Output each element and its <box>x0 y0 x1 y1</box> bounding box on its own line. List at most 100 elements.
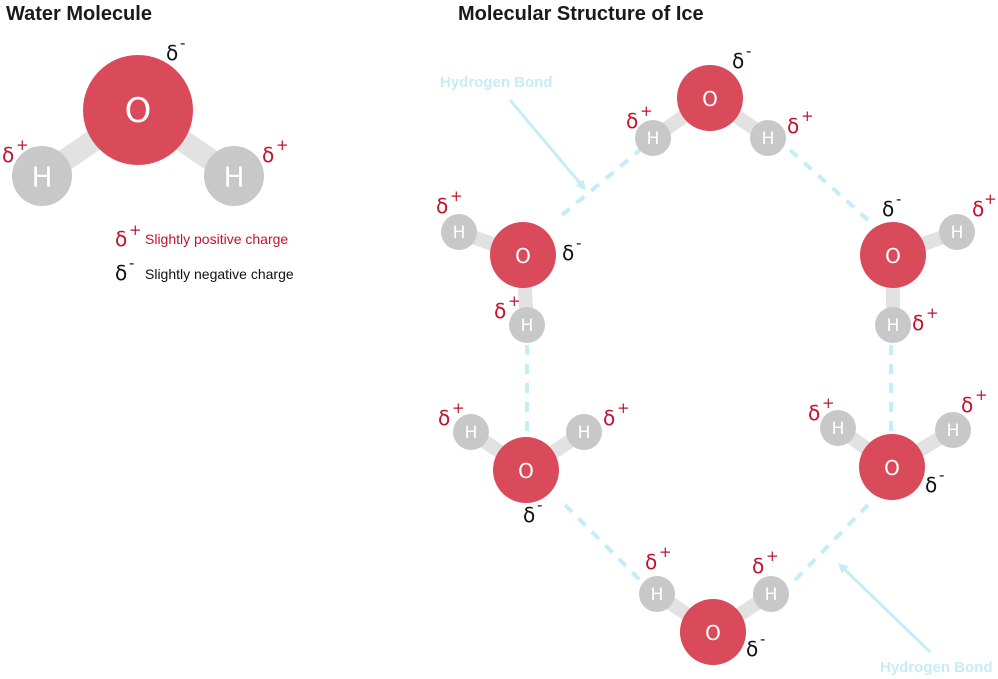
hydrogen-atom <box>935 412 971 448</box>
svg-text:-: - <box>939 466 944 484</box>
positive-charge-label: δ+ <box>912 304 939 335</box>
svg-text:δ: δ <box>603 406 615 430</box>
hydrogen-label: H <box>762 129 775 149</box>
hydrogen-label: H <box>578 423 591 443</box>
ice-water-molecule-top: O H H δ- δ+ δ+ <box>626 42 814 156</box>
svg-text:+: + <box>766 547 779 565</box>
svg-text:δ: δ <box>262 143 274 167</box>
positive-charge-label: δ+ <box>436 187 463 218</box>
positive-charge-label: δ+ <box>438 399 465 430</box>
svg-text:δ: δ <box>787 114 799 138</box>
svg-text:δ: δ <box>961 393 973 417</box>
svg-text:+: + <box>16 136 29 154</box>
oxygen-label: O <box>125 91 152 131</box>
legend-positive-text: Slightly positive charge <box>145 231 288 247</box>
svg-text:δ: δ <box>2 143 14 167</box>
svg-text:+: + <box>450 187 463 205</box>
hydrogen-label: H <box>465 423 478 443</box>
hydrogen-atom <box>453 414 489 450</box>
hydrogen-atom <box>750 120 786 156</box>
svg-text:+: + <box>801 107 814 125</box>
hydrogen-atom <box>875 307 911 343</box>
oxygen-label: O <box>702 87 718 111</box>
positive-charge-label: δ+ <box>961 386 988 417</box>
oxygen-atom <box>860 222 926 288</box>
svg-text:+: + <box>508 292 521 310</box>
svg-text:δ: δ <box>115 261 127 285</box>
negative-charge-label: δ- <box>925 466 944 497</box>
hydrogen-atom <box>566 414 602 450</box>
oxygen-atom <box>677 65 743 131</box>
negative-charge-label: δ- <box>882 190 901 221</box>
legend: δ + Slightly positive charge δ - Slightl… <box>115 221 294 285</box>
positive-charge-label: δ + <box>2 136 29 167</box>
positive-charge-label: δ+ <box>626 102 653 133</box>
svg-text:δ: δ <box>752 554 764 578</box>
svg-text:+: + <box>452 399 465 417</box>
legend-negative-text: Slightly negative charge <box>145 266 294 282</box>
hydrogen-atom <box>939 214 975 250</box>
negative-charge-label: δ- <box>746 630 765 661</box>
hydrogen-atom <box>204 146 264 206</box>
oxygen-atom <box>490 222 556 288</box>
positive-charge-label: δ + <box>262 136 289 167</box>
svg-text:δ: δ <box>746 637 758 661</box>
hydrogen-atom <box>635 120 671 156</box>
hydrogen-bond-arrow-bottom <box>837 562 932 654</box>
svg-text:δ: δ <box>732 49 744 73</box>
ice-water-molecule-bottom: O H H δ- δ+ δ+ <box>639 543 789 665</box>
oxygen-label: O <box>885 244 901 268</box>
positive-charge-label: δ+ <box>972 190 997 221</box>
svg-text:-: - <box>180 34 185 52</box>
positive-charge-label: δ+ <box>752 547 779 578</box>
hydrogen-label: H <box>887 316 900 336</box>
hydrogen-label: H <box>947 421 960 441</box>
hydrogen-atom <box>820 410 856 446</box>
hydrogen-label: H <box>832 419 845 439</box>
ice-water-molecule-lower-left: O H H δ- δ+ δ+ <box>438 399 630 527</box>
svg-text:δ: δ <box>912 311 924 335</box>
svg-text:+: + <box>975 386 988 404</box>
negative-charge-label: δ- <box>562 234 581 265</box>
oxygen-label: O <box>884 456 900 480</box>
svg-text:δ: δ <box>436 194 448 218</box>
svg-text:+: + <box>822 394 835 412</box>
svg-text:-: - <box>760 630 765 648</box>
oxygen-atom <box>493 437 559 503</box>
svg-text:-: - <box>129 254 134 272</box>
svg-text:δ: δ <box>523 503 535 527</box>
hydrogen-label: H <box>647 129 660 149</box>
hydrogen-label: H <box>651 585 664 605</box>
ice-structure-title: Molecular Structure of Ice <box>458 3 704 25</box>
svg-text:δ: δ <box>626 109 638 133</box>
hydrogen-label: H <box>31 161 52 194</box>
svg-text:+: + <box>129 221 142 239</box>
svg-text:δ: δ <box>808 401 820 425</box>
hydrogen-bond-bottom-left <box>563 503 642 582</box>
legend-negative-symbol: δ - <box>115 254 134 285</box>
svg-text:δ: δ <box>925 473 937 497</box>
negative-charge-label: δ- <box>732 42 751 73</box>
hydrogen-label: H <box>765 585 778 605</box>
svg-text:δ: δ <box>166 41 178 65</box>
hydrogen-bonds <box>525 148 893 582</box>
svg-text:δ: δ <box>882 197 894 221</box>
positive-charge-label: δ+ <box>494 292 521 323</box>
water-molecule-title: Water Molecule <box>6 3 152 25</box>
svg-text:+: + <box>659 543 672 561</box>
svg-text:δ: δ <box>115 227 127 251</box>
oxygen-label: O <box>705 621 721 645</box>
svg-text:-: - <box>537 496 542 514</box>
hydrogen-bond-callout-top: Hydrogen Bond <box>440 74 586 191</box>
hydrogen-atom <box>441 214 477 250</box>
hydrogen-bond-callout-bottom: Hydrogen Bond <box>837 562 993 676</box>
water-molecule: O H H δ - δ + δ + <box>2 34 289 206</box>
oxygen-atom <box>859 434 925 500</box>
hydrogen-atom <box>639 576 675 612</box>
svg-text:+: + <box>926 304 939 322</box>
svg-text:-: - <box>746 42 751 60</box>
svg-text:δ: δ <box>972 197 984 221</box>
positive-charge-label: δ+ <box>603 399 630 430</box>
hydrogen-label: H <box>951 223 964 243</box>
hydrogen-label: H <box>521 316 534 336</box>
